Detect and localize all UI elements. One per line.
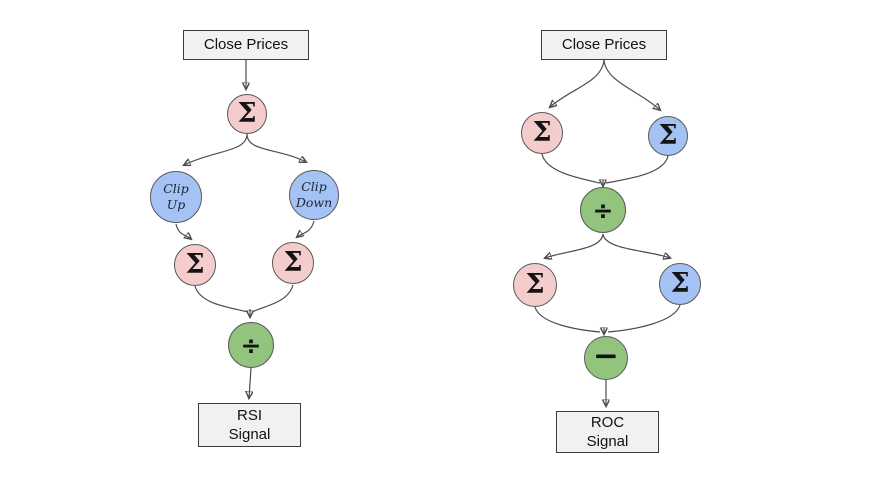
close-prices-box: Close Prices bbox=[183, 30, 309, 60]
divide-node: ÷ bbox=[580, 187, 626, 233]
minus-glyph: − bbox=[593, 337, 619, 374]
roc-signal-box: ROC Signal bbox=[556, 411, 659, 453]
right-diagram-edges bbox=[534, 59, 681, 406]
sigma-glyph: Σ bbox=[283, 246, 303, 278]
sigma-glyph: Σ bbox=[237, 97, 257, 129]
roc-signal-line1: ROC bbox=[590, 413, 625, 431]
roc-signal-line2: Signal bbox=[586, 433, 629, 450]
clip-up-line2: Up bbox=[166, 197, 186, 212]
rsi-signal-box: RSI Signal bbox=[198, 403, 301, 447]
divide-glyph: ÷ bbox=[240, 330, 262, 360]
minus-node: − bbox=[584, 336, 628, 380]
rsi-signal-line1: RSI bbox=[236, 406, 262, 424]
clip-up-node: Clip Up bbox=[150, 171, 202, 223]
clip-down-line2: Down bbox=[295, 195, 333, 210]
clip-down-node: Clip Down bbox=[289, 170, 339, 220]
close-prices-label: Close Prices bbox=[203, 36, 289, 54]
sum-up-node: Σ bbox=[174, 244, 216, 286]
divide-node: ÷ bbox=[228, 322, 274, 368]
rsi-signal-line2: Signal bbox=[228, 426, 271, 443]
sigma-glyph: Σ bbox=[658, 119, 678, 151]
sum-lagged-node: Σ bbox=[648, 116, 688, 156]
sigma-glyph: Σ bbox=[185, 248, 205, 280]
close-prices-label: Close Prices bbox=[561, 36, 647, 54]
sum-lagged-node-2: Σ bbox=[659, 263, 701, 305]
clip-up-label: Clip Up bbox=[163, 181, 189, 212]
clip-up-line1: Clip bbox=[163, 181, 189, 197]
sum-node: Σ bbox=[227, 94, 267, 134]
close-prices-box: Close Prices bbox=[541, 30, 667, 60]
divide-glyph: ÷ bbox=[592, 195, 614, 225]
sigma-glyph: Σ bbox=[532, 116, 552, 148]
sum-recent-node-2: Σ bbox=[513, 263, 557, 307]
sigma-glyph: Σ bbox=[670, 267, 690, 299]
clip-down-line1: Clip bbox=[301, 179, 327, 195]
sum-recent-node: Σ bbox=[521, 112, 563, 154]
clip-down-label: Clip Down bbox=[296, 179, 332, 210]
sigma-glyph: Σ bbox=[525, 268, 545, 300]
sum-down-node: Σ bbox=[272, 242, 314, 284]
left-diagram-edges bbox=[175, 60, 315, 398]
